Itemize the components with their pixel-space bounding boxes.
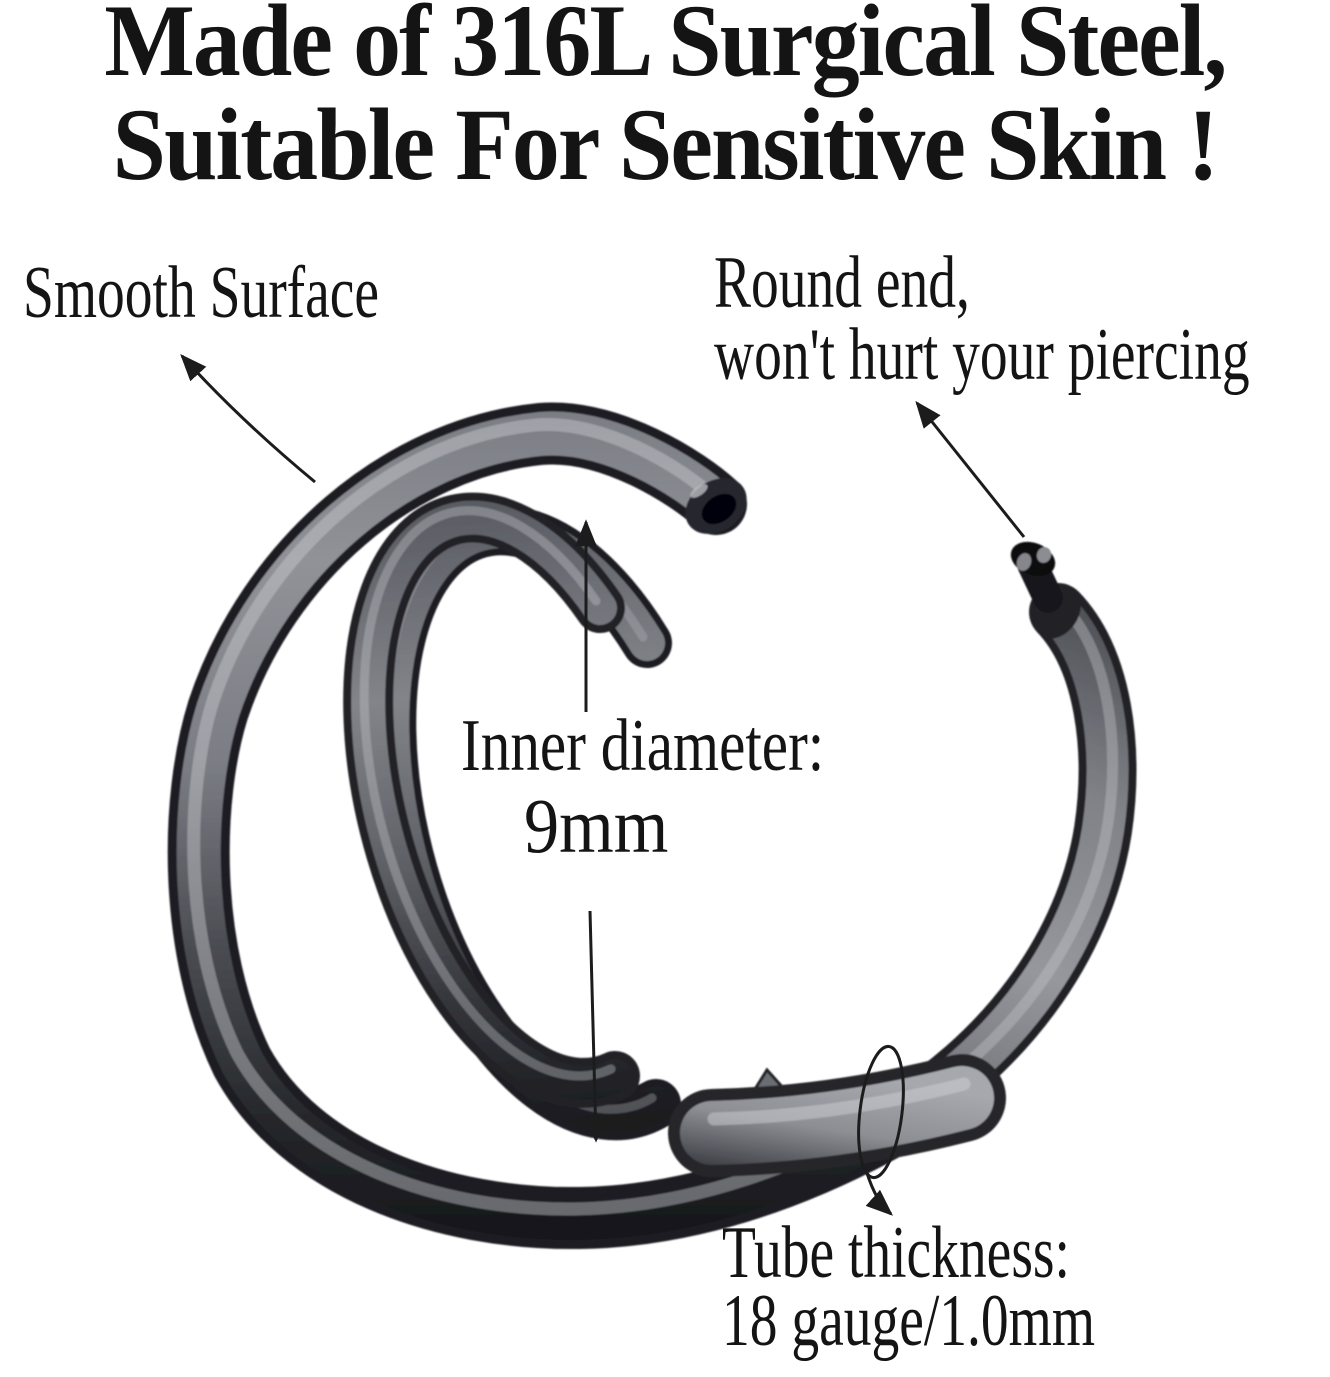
- headline: Made of 316L Surgical Steel, Suitable Fo…: [47, 0, 1284, 197]
- double-hoop-ring: [194, 425, 1113, 1219]
- open-end-cap: [685, 478, 747, 534]
- inner-diameter-arrow-down: [584, 910, 607, 1143]
- tube-thickness-loop: [857, 1044, 905, 1180]
- headline-line2: Suitable For Sensitive Skin !: [112, 88, 1219, 202]
- round-end-label: Round end, won't hurt your piercing: [714, 242, 1250, 396]
- tube-thickness-arrow: [864, 1169, 894, 1216]
- round-end-arrow: [915, 400, 1026, 538]
- tube-thickness-line2: 18 gauge/1.0mm: [722, 1280, 1096, 1362]
- tube-thickness-label: Tube thickness: 18 gauge/1.0mm: [722, 1212, 1096, 1362]
- tube-thickness-line1: Tube thickness:: [722, 1212, 1070, 1294]
- round-end-line2: won't hurt your piercing: [714, 314, 1250, 396]
- headline-line1: Made of 316L Surgical Steel,: [104, 0, 1227, 98]
- hinge-sleeve: [693, 1084, 964, 1176]
- smooth-surface-label: Smooth Surface: [23, 252, 380, 334]
- round-end-line1: Round end,: [714, 242, 970, 324]
- clasp-segment: [880, 579, 1113, 1128]
- smooth-surface-arrow: [180, 353, 316, 484]
- inner-diameter-value: 9mm: [524, 782, 669, 869]
- inner-diameter-label: Inner diameter:: [461, 705, 825, 787]
- segment-pin: [1010, 541, 1063, 613]
